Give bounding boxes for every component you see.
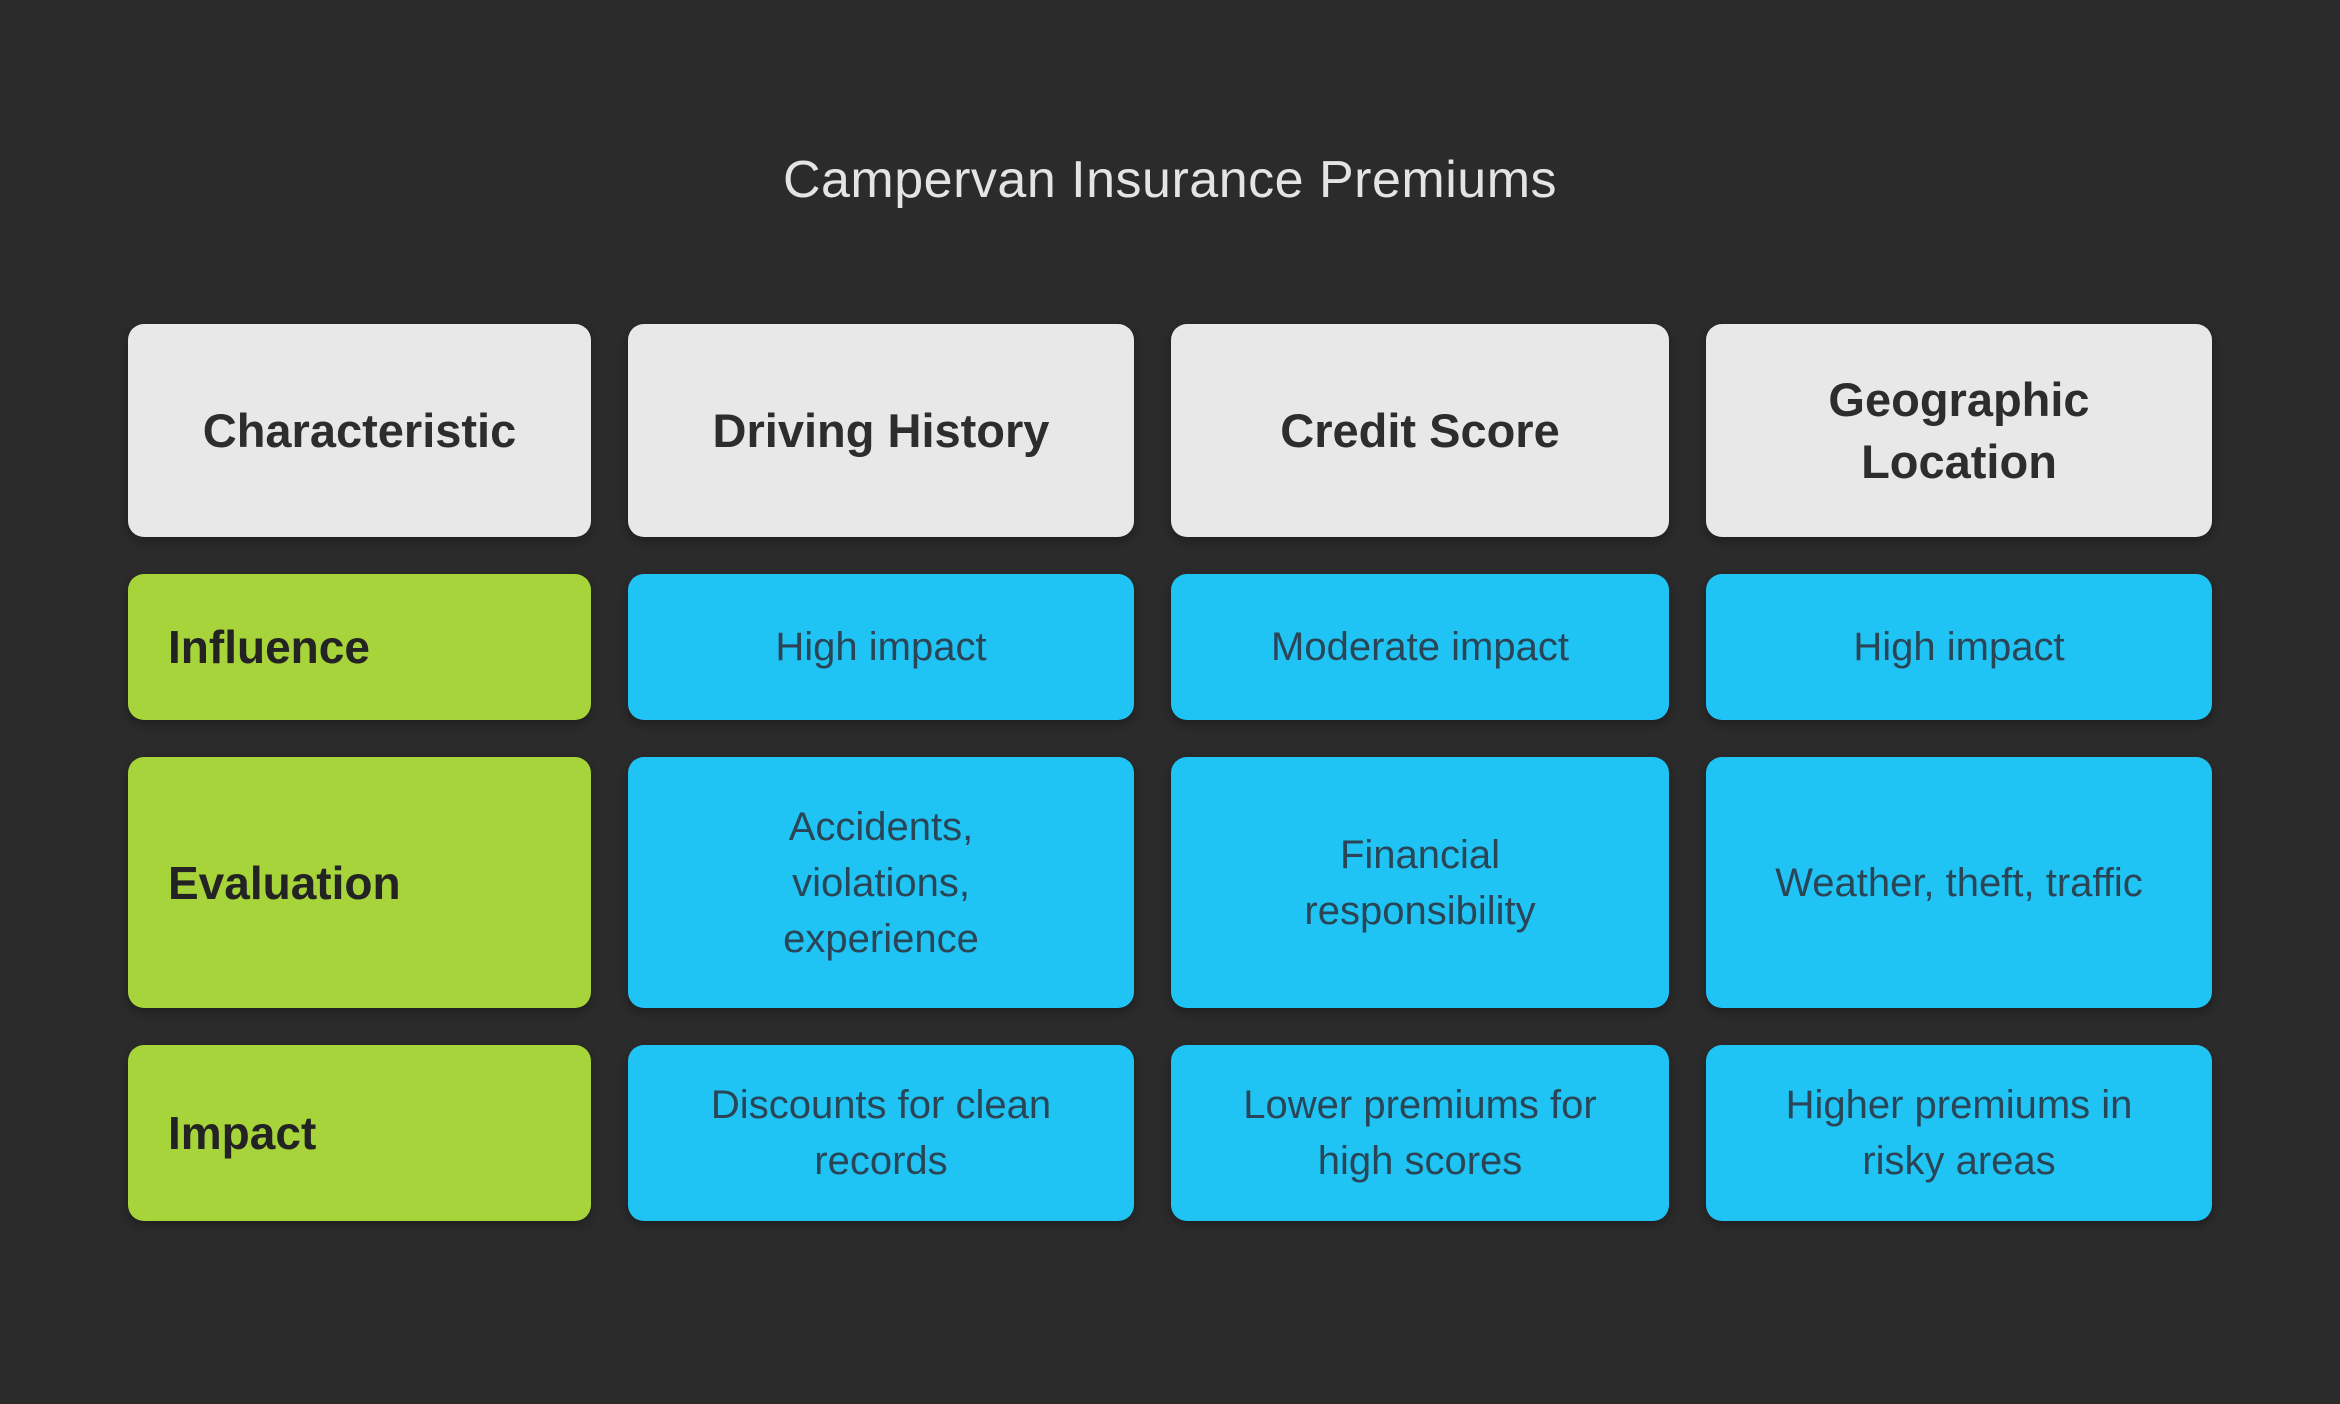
header-cell-driving-history: Driving History [628, 324, 1134, 537]
cell-evaluation-credit-score: Financial responsibility [1171, 757, 1669, 1008]
row-label-influence: Influence [128, 574, 591, 720]
cell-evaluation-geographic-location: Weather, theft, traffic [1706, 757, 2212, 1008]
cell-influence-geographic-location: High impact [1706, 574, 2212, 720]
row-label-evaluation: Evaluation [128, 757, 591, 1008]
cell-impact-driving-history: Discounts for clean records [628, 1045, 1134, 1221]
row-label-impact: Impact [128, 1045, 591, 1221]
header-cell-geographic-location: Geographic Location [1706, 324, 2212, 537]
cell-influence-credit-score: Moderate impact [1171, 574, 1669, 720]
cell-influence-driving-history: High impact [628, 574, 1134, 720]
insurance-characteristics-table: Characteristic Driving History Credit Sc… [128, 324, 2212, 1221]
cell-evaluation-driving-history: Accidents, violations, experience [628, 757, 1134, 1008]
page-title: Campervan Insurance Premiums [782, 151, 1558, 209]
cell-impact-credit-score: Lower premiums for high scores [1171, 1045, 1669, 1221]
header-cell-characteristic: Characteristic [128, 324, 591, 537]
header-cell-credit-score: Credit Score [1171, 324, 1669, 537]
cell-impact-geographic-location: Higher premiums in risky areas [1706, 1045, 2212, 1221]
